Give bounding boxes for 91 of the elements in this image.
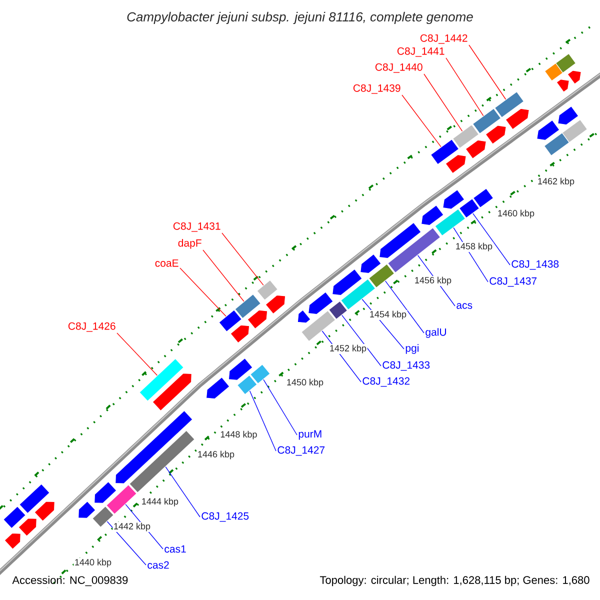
gene-box — [340, 278, 376, 310]
gene-label: C8J_1442 — [420, 34, 468, 44]
scale-label: 1442 kbp — [112, 522, 152, 532]
gene-pentagon — [536, 120, 560, 141]
gene-pentagon — [18, 518, 37, 536]
gene-pentagon — [4, 532, 21, 550]
footer-text: Accession: NC_009839 — [12, 576, 128, 586]
gene-box — [452, 124, 480, 149]
gene-pentagon — [247, 310, 268, 330]
gene-label: cas2 — [148, 561, 169, 569]
gene-pentagon — [206, 376, 230, 400]
gene-label: galU — [426, 328, 446, 338]
gene-box — [128, 430, 195, 494]
scale-label: 1444 kbp — [140, 497, 180, 508]
scale-label: 1446 kbp — [196, 450, 236, 460]
gene-label: cas1 — [164, 545, 186, 553]
title: Campylobacter jejuni subsp. jejuni 81116, complete genome — [127, 12, 473, 24]
gene-box — [494, 91, 524, 118]
leader-line — [468, 44, 506, 100]
scale-label: 1462 kbp — [536, 177, 576, 187]
leader-line — [106, 521, 146, 566]
gene-pentagon — [152, 373, 192, 412]
gene-box — [544, 132, 570, 156]
gene-label: dapF — [178, 239, 202, 249]
gene-box — [544, 62, 564, 82]
scale-label: 1448 kbp — [219, 430, 258, 440]
gene-label: C8J_1441 — [397, 47, 444, 57]
leader-line — [472, 213, 510, 266]
gene-pentagon — [115, 410, 193, 484]
leader-line — [222, 232, 264, 286]
gene-box — [555, 53, 576, 74]
gene-label: purM — [298, 430, 322, 440]
gene-label: C8J_1432 — [362, 377, 410, 387]
gene-label: acs — [456, 303, 472, 309]
leader-line — [424, 74, 463, 132]
scale-label: 1458 kbp — [454, 242, 494, 252]
gene-box — [472, 108, 502, 134]
scale-label: 1454 kbp — [368, 310, 408, 320]
gene-pentagon — [230, 324, 250, 344]
gene-label: C8J_1438 — [512, 260, 559, 270]
gene-pentagon — [94, 481, 117, 504]
gene-label: C8J_1433 — [382, 361, 430, 371]
gene-pentagon — [445, 154, 466, 174]
scale-label: 1440 kbp — [74, 558, 112, 568]
leader-line — [402, 94, 442, 148]
gene-box — [434, 208, 466, 236]
gene-pentagon — [420, 204, 444, 226]
scale-label: 1456 kbp — [414, 276, 452, 286]
gene-pentagon — [556, 78, 570, 92]
gene-pentagon — [505, 108, 530, 130]
leader-line — [263, 379, 298, 436]
gene-label: C8J_1440 — [375, 63, 422, 73]
gene-pentagon — [485, 125, 506, 144]
leader-line — [165, 466, 200, 518]
leader-line — [446, 58, 484, 116]
leader-line — [249, 390, 276, 452]
gene-box — [458, 198, 480, 218]
gene-label: C8J_1427 — [278, 446, 325, 456]
leader-line — [180, 268, 226, 317]
gene-box — [562, 119, 588, 143]
gene-label: C8J_1431 — [173, 222, 220, 232]
gene-label: pgi — [406, 344, 418, 354]
footer-text: Topology: circular; Length: 1,628,115 bp; Genes: 1,680 — [320, 576, 590, 586]
leader-line — [202, 250, 244, 302]
scale-label: 1452 kbp — [328, 344, 368, 354]
gene-label: C8J_1425 — [202, 512, 249, 522]
gene-label: C8J_1439 — [353, 84, 400, 94]
gene-pentagon — [558, 106, 579, 126]
gene-label: C8J_1437 — [490, 277, 537, 287]
gene-box — [472, 188, 494, 208]
leader-line — [384, 280, 424, 334]
gene-box — [236, 374, 258, 395]
gene-box — [250, 364, 270, 384]
gene-pentagon — [567, 70, 582, 84]
gene-pentagon — [78, 500, 96, 518]
gene-pentagon — [34, 501, 55, 522]
gene-pentagon — [228, 358, 253, 381]
leader-line — [116, 332, 158, 376]
leader-line — [342, 314, 382, 366]
scale-label: 1460 kbp — [496, 209, 536, 219]
gene-pentagon — [297, 310, 311, 324]
gene-box — [387, 227, 441, 274]
gene-pentagon — [465, 140, 486, 160]
gene-label: C8J_1426 — [68, 322, 116, 332]
gene-label: coaE — [155, 259, 178, 267]
gene-box — [328, 300, 348, 320]
gene-pentagon — [265, 294, 286, 314]
scale-label: 1450 kbp — [286, 378, 324, 388]
gene-box — [300, 310, 336, 342]
gene-box — [368, 264, 395, 288]
gene-pentagon — [442, 189, 465, 210]
